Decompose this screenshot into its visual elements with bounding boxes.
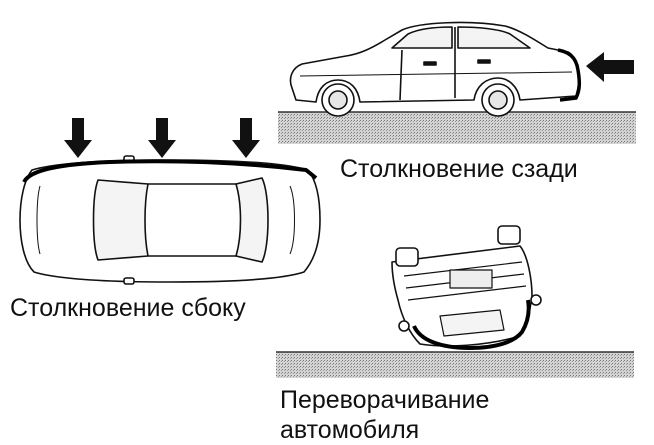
side-collision-caption: Столкновение сбоку bbox=[10, 294, 246, 322]
overturned-car bbox=[391, 225, 542, 347]
arrow-down-icon bbox=[64, 118, 92, 158]
rollover-caption: Переворачивание автомобиля bbox=[280, 385, 489, 445]
sedan-top-view bbox=[19, 155, 321, 285]
rollover-caption-line2: автомобиля bbox=[280, 416, 420, 444]
arrow-left-icon bbox=[586, 52, 634, 82]
ground-strip-rollover bbox=[276, 352, 634, 378]
sedan-side-view bbox=[289, 21, 580, 117]
side-impact-zone bbox=[22, 159, 318, 184]
rear-collision-scene bbox=[278, 21, 636, 144]
ground-strip-rear bbox=[278, 112, 636, 144]
roof-impact-zone bbox=[412, 299, 531, 351]
rear-collision-caption: Столкновение сзади bbox=[340, 155, 578, 183]
arrow-down-icon bbox=[232, 118, 260, 158]
rear-impact-zone bbox=[557, 48, 582, 102]
side-collision-scene bbox=[19, 118, 321, 285]
arrow-down-icon bbox=[148, 118, 176, 158]
rollover-caption-line1: Переворачивание bbox=[280, 386, 490, 414]
rollover-scene bbox=[276, 225, 634, 378]
